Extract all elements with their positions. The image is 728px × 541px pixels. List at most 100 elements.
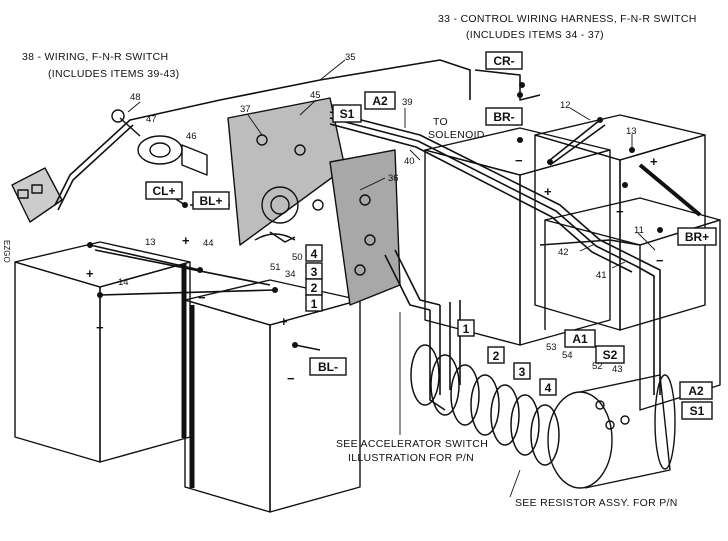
tag-a2-motor: A2 (679, 381, 713, 400)
plus-mark: + (280, 314, 288, 329)
item-13b: 13 (626, 126, 637, 137)
item-11: 11 (634, 225, 644, 236)
svg-text:2: 2 (311, 281, 318, 295)
tag-cl-plus: CL+ (145, 181, 183, 200)
wiring-fnr-sub: (INCLUDES ITEMS 39-43) (48, 68, 179, 80)
svg-text:CR-: CR- (493, 54, 514, 68)
resistor-coil (410, 344, 560, 466)
terminal-posts (87, 82, 663, 348)
svg-text:2: 2 (493, 349, 500, 363)
leader-lines (127, 59, 656, 498)
item-12: 12 (560, 100, 571, 111)
switch-number-boxes: 4 3 2 1 (305, 244, 323, 312)
item-40: 40 (404, 156, 415, 167)
svg-text:BL-: BL- (318, 360, 338, 374)
item-35: 35 (345, 52, 356, 63)
item-13a: 13 (145, 237, 156, 248)
to-solenoid-1: TO (433, 116, 448, 128)
accel-box-1: 1 (457, 319, 475, 337)
minus-mark: − (96, 320, 104, 335)
wiring-fnr-callout: 38 - WIRING, F-N-R SWITCH (22, 51, 168, 63)
item-34: 34 (285, 269, 296, 280)
control-harness-callout: 33 - CONTROL WIRING HARNESS, F-N-R SWITC… (438, 13, 697, 25)
item-47: 47 (146, 114, 157, 125)
polarity-marks: + − − + + − + − + − − (86, 153, 664, 386)
item-51: 51 (270, 262, 281, 273)
item-numbers: 35 48 47 46 45 37 39 40 36 12 13 13 44 5… (118, 52, 644, 375)
svg-text:A2: A2 (372, 94, 388, 108)
item-37: 37 (240, 104, 251, 115)
item-39: 39 (402, 97, 413, 108)
item-50: 50 (292, 252, 303, 263)
item-41: 41 (596, 270, 607, 281)
tag-bl-plus: BL+ (192, 191, 230, 210)
svg-text:1: 1 (311, 297, 318, 311)
accel-number-boxes: 1 2 3 4 (457, 319, 557, 396)
item-43: 43 (612, 364, 623, 375)
side-stamp: EZGO (2, 240, 11, 263)
accel-box-4: 4 (539, 378, 557, 396)
tag-cr-minus: CR- (485, 51, 523, 70)
minus-mark: − (656, 253, 664, 268)
tag-s1-motor: S1 (681, 401, 713, 420)
plus-mark: + (86, 266, 94, 281)
item-46: 46 (186, 131, 197, 142)
accel-box-3: 3 (513, 362, 531, 380)
callout-texts: 38 - WIRING, F-N-R SWITCH (INCLUDES ITEM… (22, 13, 697, 509)
svg-text:1: 1 (463, 322, 470, 336)
resistor-note: SEE RESISTOR ASSY. FOR P/N (515, 497, 678, 509)
key-switch (111, 109, 208, 176)
minus-mark: − (515, 153, 523, 168)
item-42: 42 (558, 247, 569, 258)
svg-text:S1: S1 (340, 107, 355, 121)
item-14: 14 (118, 277, 129, 288)
svg-text:A1: A1 (572, 332, 588, 346)
minus-mark: − (198, 290, 206, 305)
motor (547, 374, 676, 489)
battery-front-left (14, 241, 191, 463)
svg-text:BR+: BR+ (685, 230, 709, 244)
svg-text:3: 3 (311, 265, 318, 279)
battery-front-middle (184, 279, 361, 513)
item-52: 52 (592, 361, 603, 372)
item-44: 44 (203, 238, 214, 249)
minus-mark: − (616, 204, 624, 219)
plus-mark: + (544, 184, 552, 199)
svg-text:S1: S1 (690, 404, 705, 418)
accel-note-1: SEE ACCELERATOR SWITCH (336, 438, 488, 450)
tag-bl-minus: BL- (309, 357, 347, 376)
svg-text:CL+: CL+ (152, 184, 175, 198)
svg-text:A2: A2 (688, 384, 704, 398)
battery-back-middle (424, 127, 611, 346)
svg-text:BR-: BR- (493, 110, 514, 124)
to-solenoid-2: SOLENOID (428, 129, 485, 141)
plus-mark: + (650, 154, 658, 169)
tag-a1: A1 (564, 329, 596, 348)
minus-mark: − (287, 371, 295, 386)
fnr-switch-panel (227, 97, 401, 306)
switch-box-1: 1 (305, 294, 323, 312)
tag-br-minus: BR- (485, 107, 523, 126)
svg-text:4: 4 (545, 381, 552, 395)
svg-text:3: 3 (519, 365, 526, 379)
battery-back-right (534, 114, 706, 331)
accel-box-2: 2 (487, 346, 505, 364)
tag-s2: S2 (595, 345, 625, 364)
terminal-tags: CR- BR- A2 S1 CL+ BL+ BR+ BL- A1 S2 A2 S… (145, 51, 717, 420)
item-54: 54 (562, 350, 573, 361)
svg-text:S2: S2 (603, 348, 618, 362)
item-45: 45 (310, 90, 321, 101)
svg-text:BL+: BL+ (199, 194, 222, 208)
item-36: 36 (388, 173, 399, 184)
wiring-runs (54, 59, 661, 411)
switch-box-3: 3 (305, 262, 323, 280)
tag-br-plus: BR+ (677, 227, 717, 246)
switch-box-4: 4 (305, 244, 323, 262)
tag-s1-top: S1 (332, 104, 362, 123)
control-harness-sub: (INCLUDES ITEMS 34 - 37) (466, 29, 604, 41)
item-48: 48 (130, 92, 141, 103)
svg-text:4: 4 (311, 247, 318, 261)
item-53: 53 (546, 342, 557, 353)
